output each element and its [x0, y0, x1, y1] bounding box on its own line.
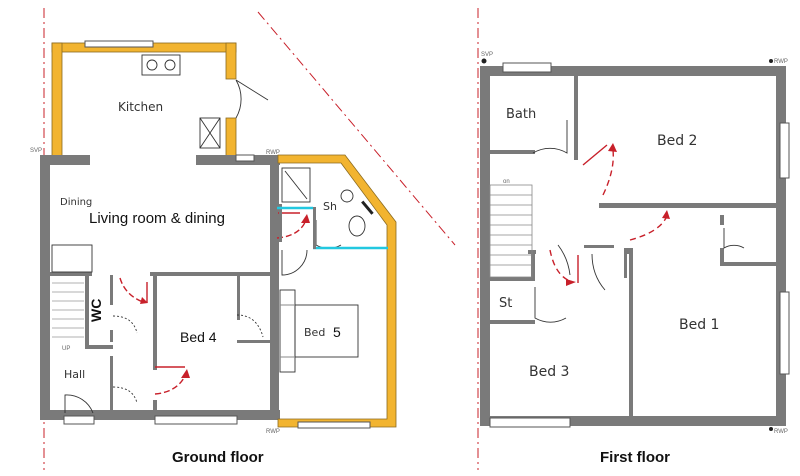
basin-icon	[340, 189, 354, 203]
rwp-marker: RWP	[774, 429, 788, 435]
room-label-bed4: Bed 4	[180, 329, 217, 345]
rwp-marker: RWP	[266, 429, 280, 435]
rwp-marker: RWP	[266, 150, 280, 156]
toilet-icon	[348, 215, 366, 237]
room-label-bed1: Bed 1	[679, 317, 719, 333]
ground-floor-plan: Kitchen Dining Living room & dining Sh W…	[30, 40, 397, 466]
bed5-window	[297, 421, 371, 429]
room-label-hall: Hall	[64, 368, 85, 381]
bed3-window	[489, 417, 571, 428]
ground-floor-caption: Ground floor	[172, 449, 264, 466]
kitchen-window	[84, 40, 154, 48]
room-label-bed2: Bed 2	[657, 133, 697, 149]
room-label-store: St	[499, 296, 512, 311]
first-floor-caption: First floor	[600, 449, 670, 466]
guide-lines	[43, 8, 479, 470]
room-label-bed3: Bed 3	[529, 364, 569, 380]
ground-stairs	[52, 282, 84, 338]
stair-label: on	[503, 179, 510, 185]
stair-up-label: UP	[62, 346, 70, 352]
svp-marker: SVP	[481, 52, 493, 58]
room-label-bed5-number: 5	[333, 324, 341, 340]
room-label-shower: Sh	[323, 200, 337, 213]
svp-marker: SVP	[30, 148, 42, 154]
room-label-bath: Bath	[506, 107, 536, 122]
room-label-kitchen: Kitchen	[118, 100, 163, 114]
bed2-window	[779, 122, 790, 179]
room-label-wc: WC	[88, 299, 104, 322]
rwp-marker: RWP	[774, 59, 788, 65]
sink-icon	[141, 54, 181, 76]
first-stairs	[489, 184, 533, 278]
room-label-living: Living room & dining	[89, 210, 225, 227]
bed1-window	[779, 291, 790, 375]
appliance-icon	[199, 117, 221, 149]
bed4-window	[154, 415, 238, 425]
first-floor-plan: Bath Bed 2 Bed 1 Bed 3 St on SVP RWP RWP…	[480, 52, 790, 466]
bath-window	[502, 62, 552, 73]
room-label-bed5: Bed	[304, 326, 325, 339]
shower-tray-icon	[281, 167, 311, 203]
room-label-dining: Dining	[60, 197, 92, 208]
